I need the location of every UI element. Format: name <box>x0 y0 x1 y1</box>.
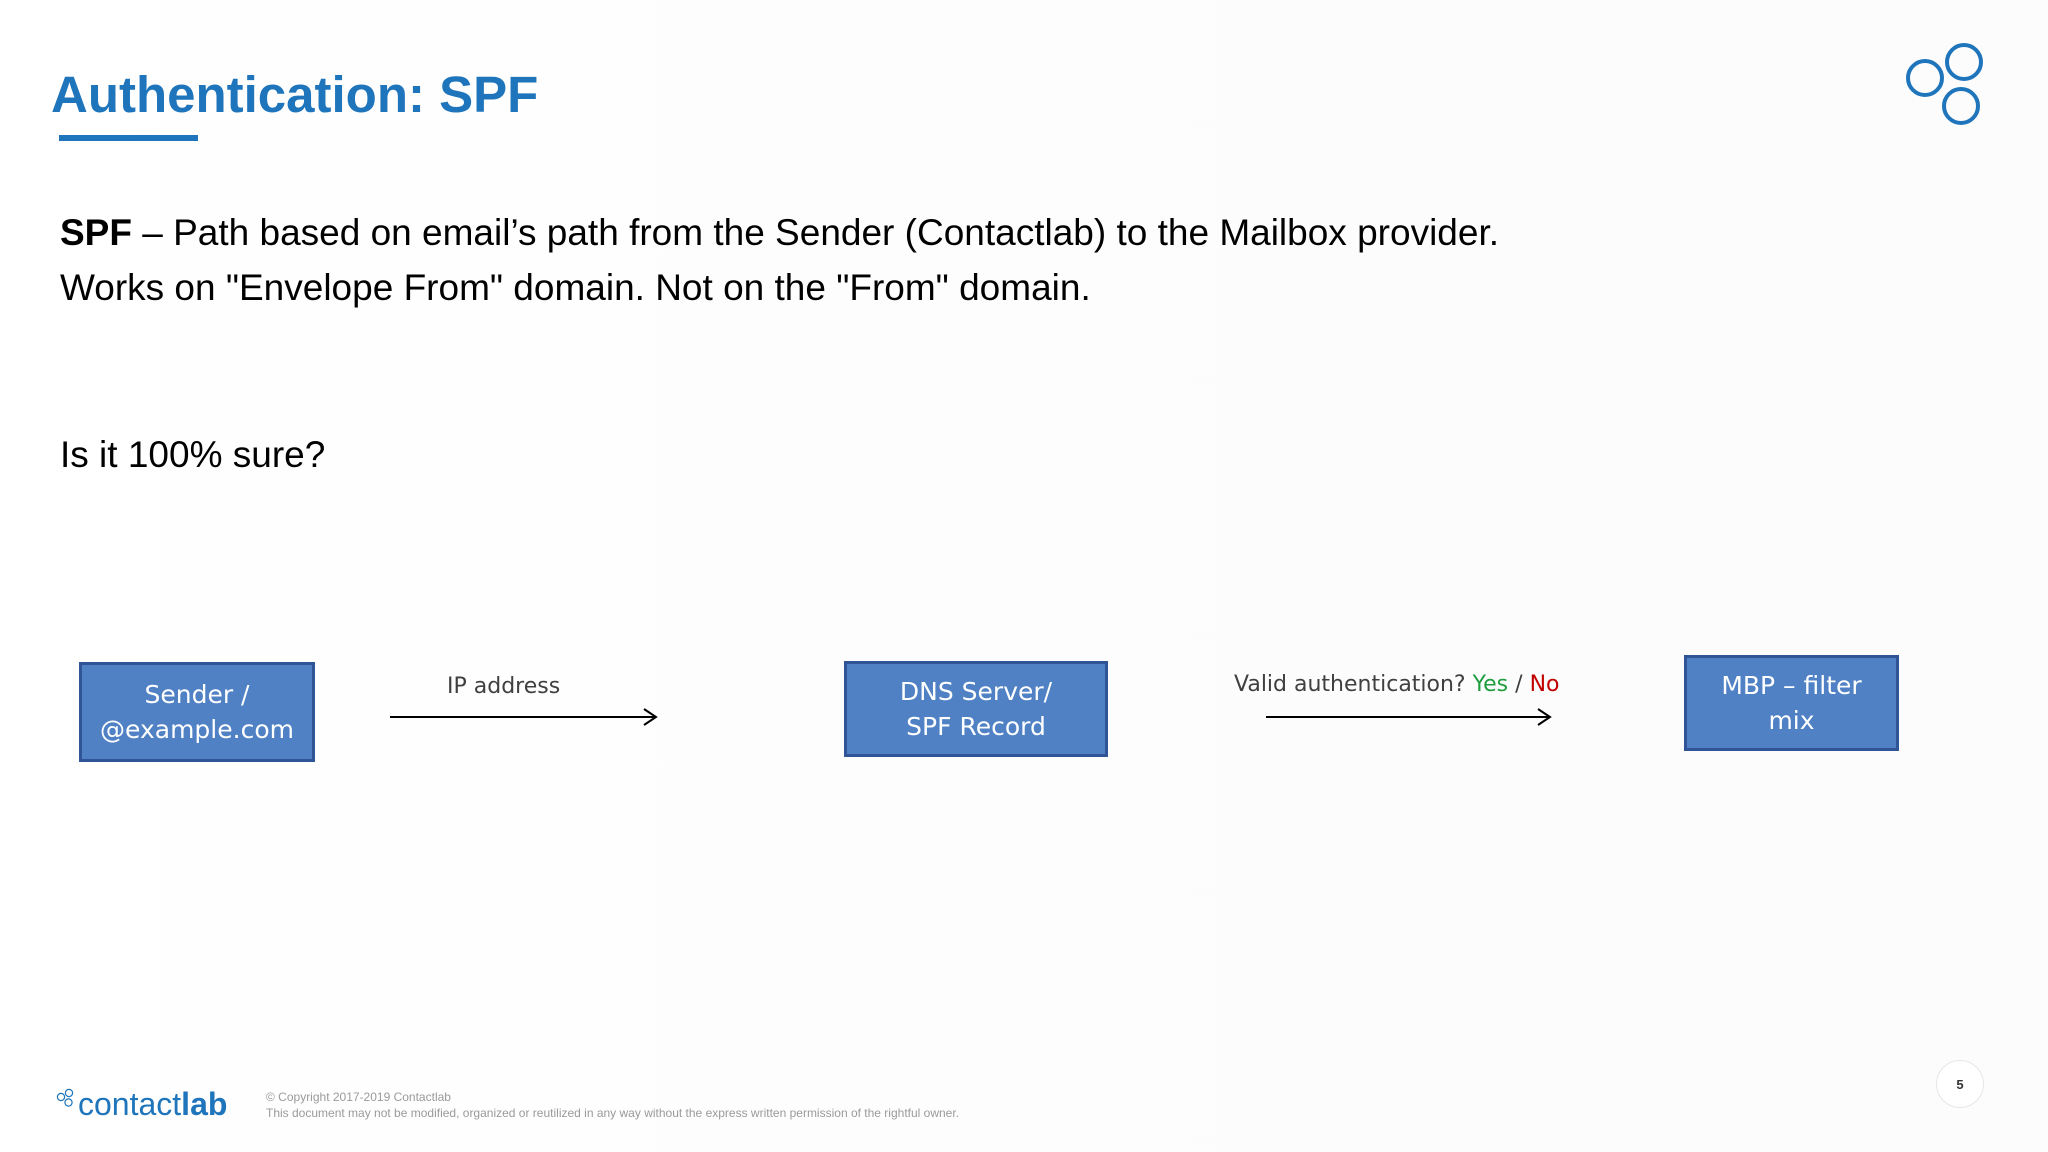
logo-text-contact: contact <box>78 1086 182 1122</box>
mbp-box-line2: mix <box>1768 706 1815 735</box>
title-underline <box>59 135 198 141</box>
dns-server-box: DNS Server/ SPF Record <box>844 661 1108 757</box>
sender-box-line1: Sender / <box>144 680 250 709</box>
sender-box: Sender / @example.com <box>79 662 315 762</box>
dns-box-line2: SPF Record <box>906 712 1046 741</box>
three-circles-icon <box>1906 43 1983 125</box>
envelope-from-note: Works on "Envelope From" domain. Not on … <box>60 267 1091 308</box>
right-arrow-icon <box>1266 708 1552 726</box>
dns-box-line1: DNS Server/ <box>899 677 1053 706</box>
three-circles-icon <box>56 1088 74 1107</box>
disclaimer-line: This document may not be modified, organ… <box>266 1106 960 1120</box>
spf-definition-text: – Path based on email’s path from the Se… <box>131 212 1499 253</box>
sender-box-line2: @example.com <box>100 715 294 744</box>
yes-label: Yes <box>1472 672 1509 697</box>
yes-no-separator: / <box>1515 672 1523 697</box>
question-text: Is it 100% sure? <box>60 434 326 475</box>
no-label: No <box>1529 672 1560 697</box>
logo-text-lab: lab <box>181 1086 228 1122</box>
mbp-box-line1: MBP – filter <box>1721 671 1862 700</box>
ip-address-label: IP address <box>447 674 561 699</box>
valid-authentication-label: Valid authentication? Yes / No <box>1234 671 1559 699</box>
mbp-filter-box: MBP – filter mix <box>1684 655 1899 751</box>
valid-authentication-text: Valid authentication? <box>1234 672 1466 697</box>
spf-term: SPF <box>60 212 132 253</box>
slide-title: Authentication: SPF <box>51 66 539 123</box>
spf-definition: SPF – Path based on email’s path from th… <box>60 210 1499 256</box>
copyright-line: © Copyright 2017-2019 Contactlab <box>266 1090 451 1104</box>
footer-copyright: © Copyright 2017-2019 Contactlab This do… <box>266 1089 959 1121</box>
page-number: 5 <box>1936 1060 1984 1108</box>
right-arrow-icon <box>390 708 658 726</box>
